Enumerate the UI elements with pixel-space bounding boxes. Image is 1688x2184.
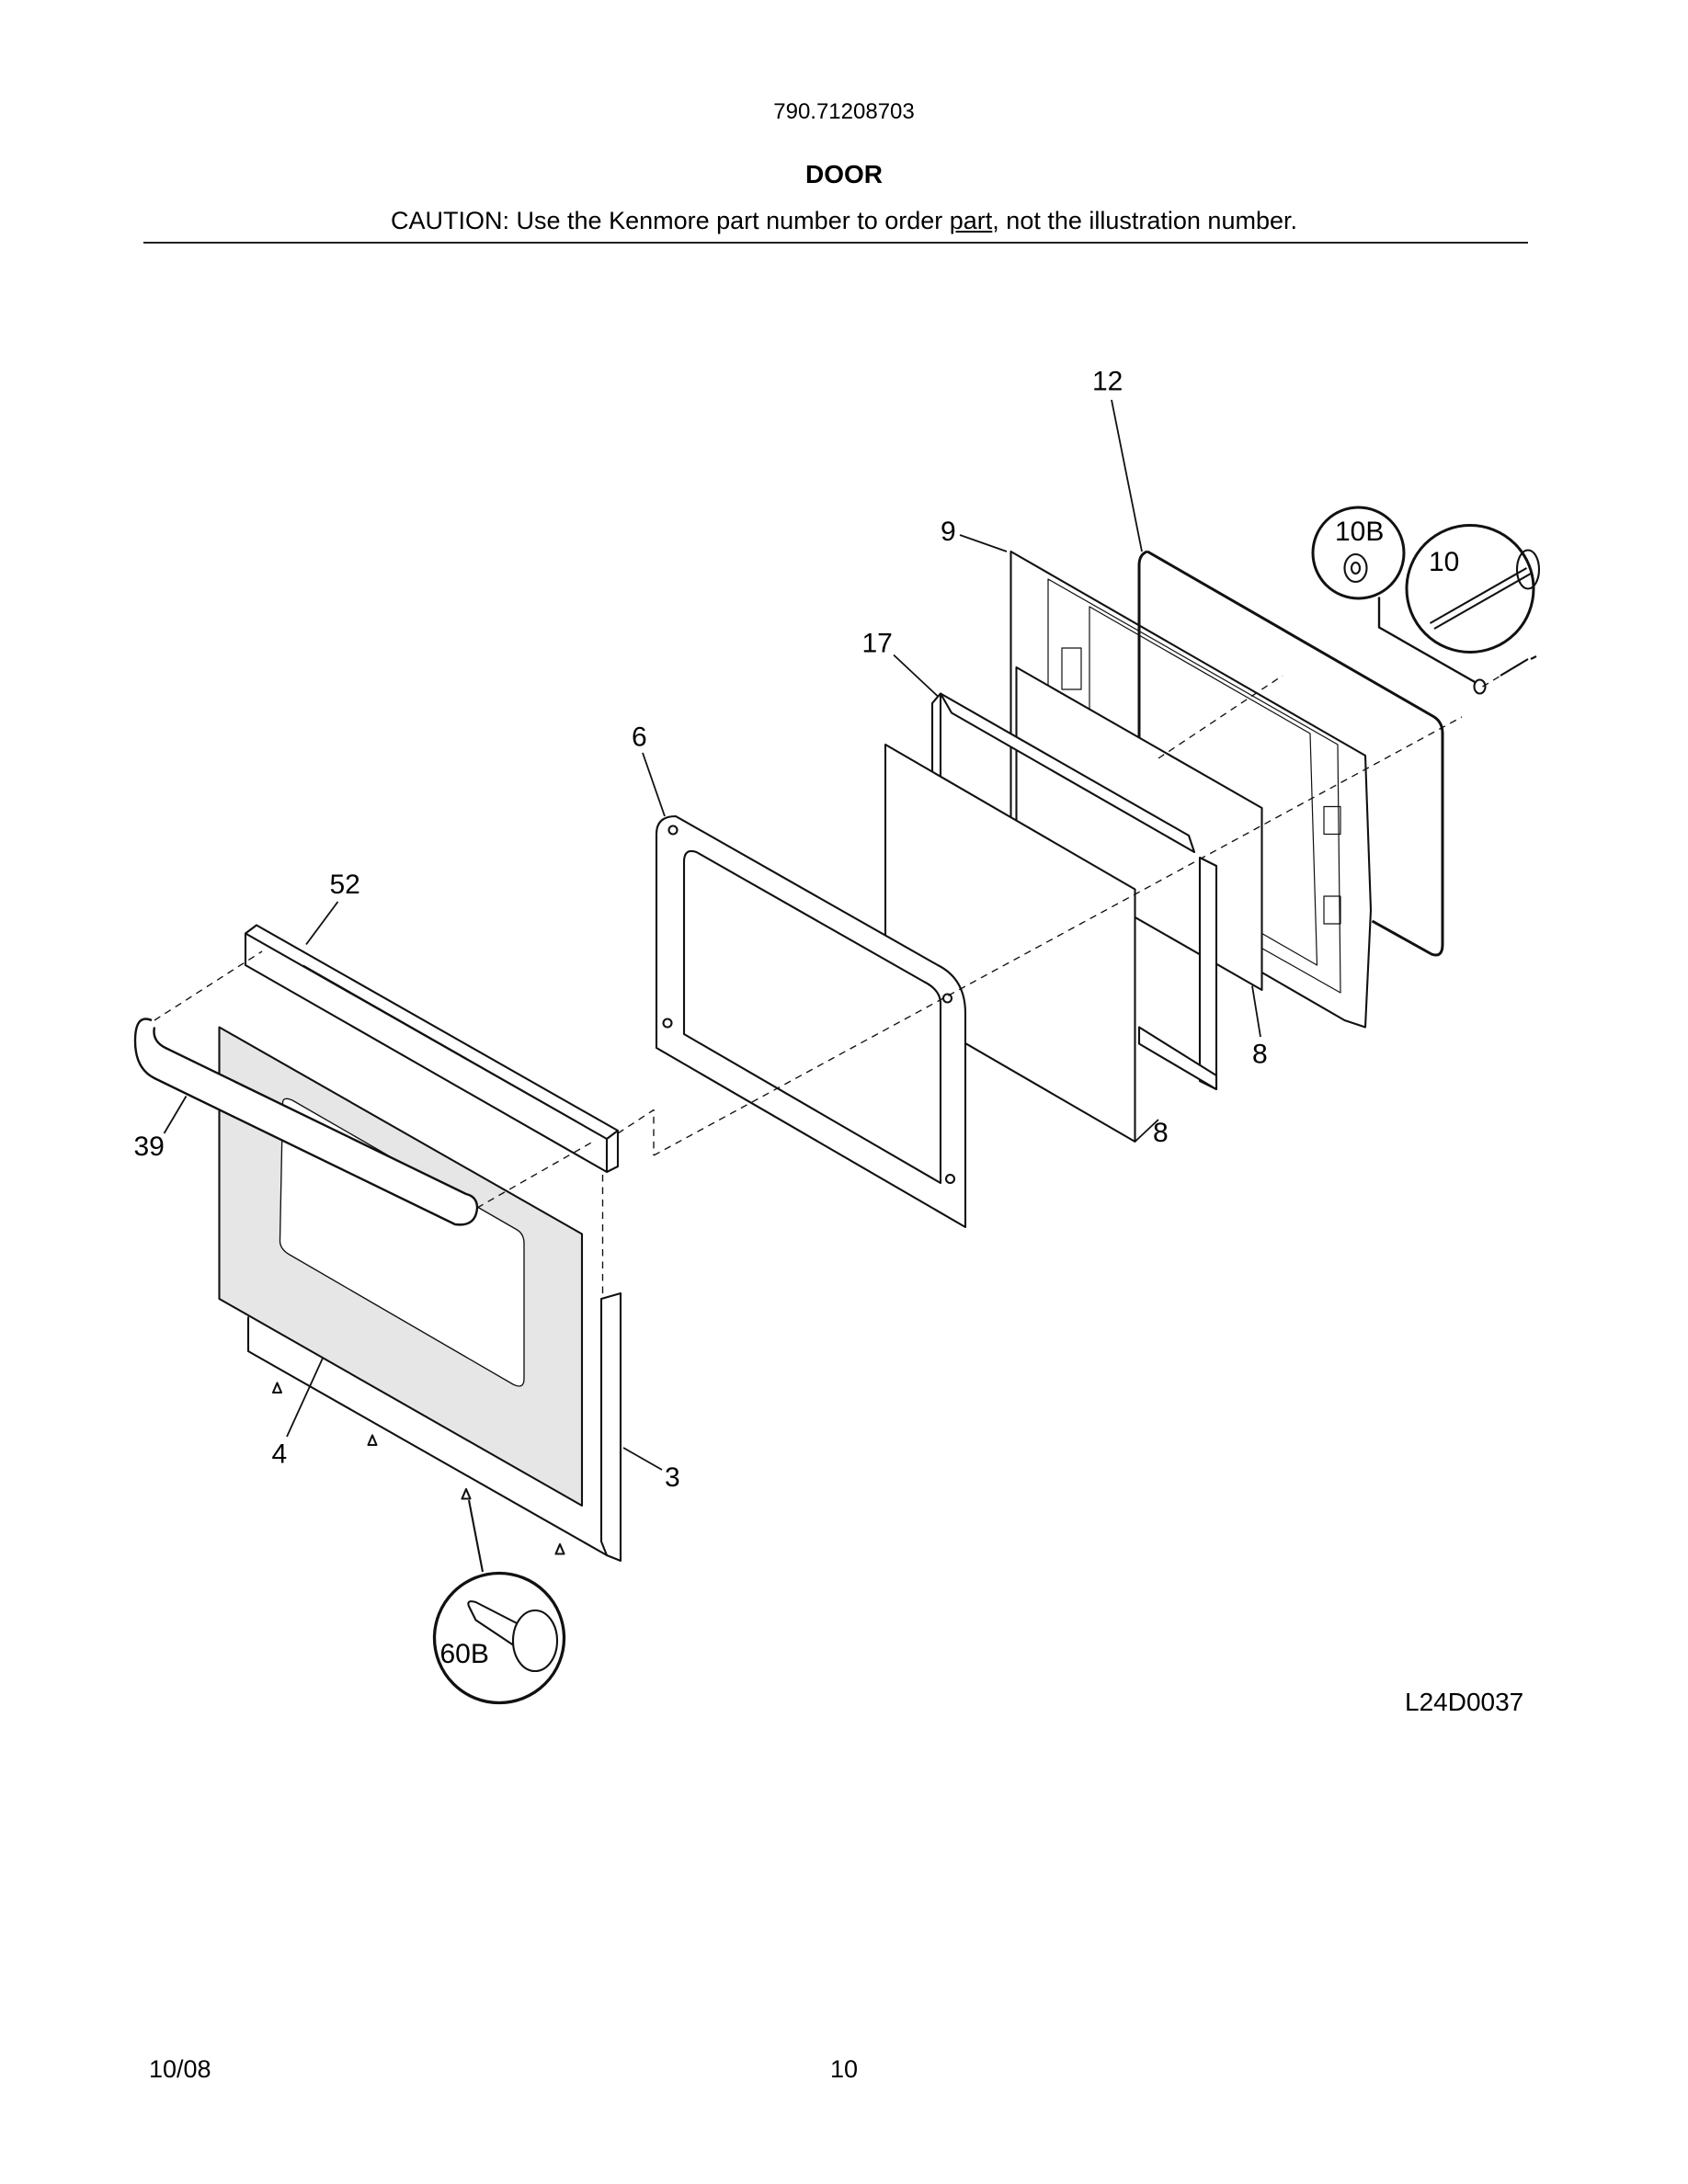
- caution-text-suffix: , not the illustration number.: [992, 207, 1297, 234]
- callout-8-rear: 8: [1252, 1040, 1268, 1070]
- caution-underlined-word: part: [949, 207, 993, 234]
- callout-17: 17: [862, 629, 893, 659]
- part-10-hinge-pin: [1473, 655, 1537, 695]
- callout-3: 3: [665, 1462, 680, 1493]
- callout-10: 10: [1429, 547, 1459, 577]
- footer-date: 10/08: [149, 2055, 211, 2083]
- part-39-handle: [133, 1018, 479, 1226]
- header-divider: [143, 242, 1528, 244]
- caution-notice: CAUTION: Use the Kenmore part number to …: [0, 207, 1688, 235]
- callout-8-front: 8: [1153, 1118, 1169, 1148]
- callout-9: 9: [941, 517, 956, 547]
- part-12-gasket: [1137, 550, 1444, 957]
- screws-60b: [271, 1382, 565, 1555]
- callout-circle-10: [1405, 524, 1535, 654]
- footer-page-number: 10: [829, 2055, 859, 2083]
- callout-10b: 10B: [1335, 517, 1384, 547]
- callout-4: 4: [272, 1439, 288, 1470]
- part-52-top-trim: [244, 924, 620, 1174]
- diagram-reference-code: L24D0037: [1405, 1688, 1524, 1716]
- model-number: 790.71208703: [773, 99, 915, 124]
- callout-12: 12: [1092, 367, 1123, 397]
- callout-circle-10b: [1311, 506, 1406, 600]
- part-3-side-trim: [599, 1291, 622, 1563]
- leader-lines: [163, 399, 1261, 1471]
- callout-60b: 60B: [440, 1639, 489, 1669]
- callout-39: 39: [134, 1132, 165, 1162]
- part-6-window-frame: [655, 814, 967, 1229]
- section-title: DOOR: [805, 160, 883, 188]
- callout-6: 6: [632, 722, 647, 753]
- callout-52: 52: [330, 870, 360, 900]
- caution-text-prefix: CAUTION: Use the Kenmore part number to …: [391, 207, 950, 234]
